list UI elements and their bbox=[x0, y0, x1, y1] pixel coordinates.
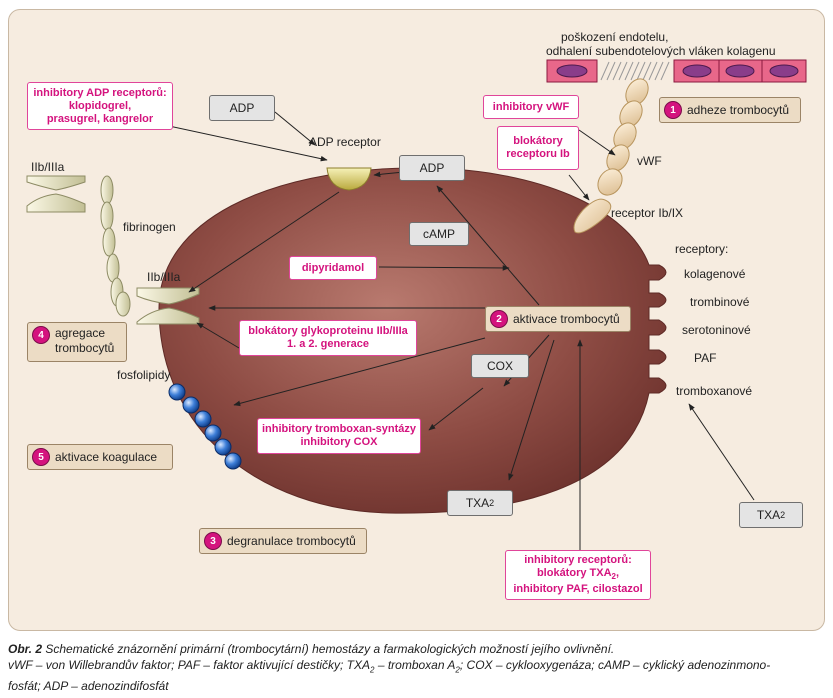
diagram-panel: poškození endotelu, odhalení subendotelo… bbox=[8, 9, 825, 631]
receptor-trombinove: trombinové bbox=[690, 295, 750, 309]
receptor-ib-ix-label: receptor Ib/IX bbox=[611, 206, 684, 220]
adp-receptor-label: ADP receptor bbox=[309, 135, 381, 149]
iib-iiia-top-label: IIb/IIIa bbox=[31, 160, 65, 174]
receptor-serotoninove: serotoninové bbox=[682, 323, 751, 337]
inhibitor-dipyridamol: dipyridamol bbox=[289, 256, 377, 280]
fibrinogen-complex bbox=[26, 175, 131, 317]
adp-box-top: ADP bbox=[209, 95, 275, 121]
adp-receptor-shape bbox=[326, 167, 372, 191]
endothelium-line2: odhalení subendotelových vláken kolagenu bbox=[546, 44, 776, 58]
caption-title: Obr. 2 Schematické znázornění primární (… bbox=[8, 642, 615, 656]
adp-box-right: ADP bbox=[399, 155, 465, 181]
iib-iiia-label: IIb/IIIa bbox=[147, 270, 181, 284]
cox-box: COX bbox=[471, 354, 529, 378]
fosfolipidy-label: fosfolipidy bbox=[117, 368, 171, 382]
receptory-label: receptory: bbox=[675, 242, 729, 256]
fibrinogen-label: fibrinogen bbox=[123, 220, 176, 234]
endothelium-line1: poškození endotelu, bbox=[561, 30, 669, 44]
figure-caption: Obr. 2 Schematické znázornění primární (… bbox=[8, 641, 828, 694]
inhibitor-adp-receptor: inhibitory ADP receptorů:klopidogrel,pra… bbox=[27, 82, 173, 130]
phospholipid-beads bbox=[168, 383, 242, 470]
inhibitor-vwf: inhibitory vWF bbox=[483, 95, 579, 119]
vwf-chain bbox=[573, 78, 649, 234]
endothelium-strip bbox=[546, 59, 807, 83]
receptor-tromboxanove: tromboxanové bbox=[676, 384, 753, 398]
inhibitor-receptors: inhibitory receptorů: blokátory TXA2, in… bbox=[505, 550, 651, 600]
camp-box: cAMP bbox=[409, 222, 469, 246]
receptor-paf: PAF bbox=[694, 351, 717, 365]
arrows bbox=[168, 111, 755, 550]
caption-legend: vWF – von Willebrandův faktor; PAF – fak… bbox=[8, 658, 771, 694]
vwf-label: vWF bbox=[637, 154, 662, 168]
receptor-kolagenove: kolagenové bbox=[684, 267, 746, 281]
iib-iiia-receptor bbox=[136, 287, 200, 325]
